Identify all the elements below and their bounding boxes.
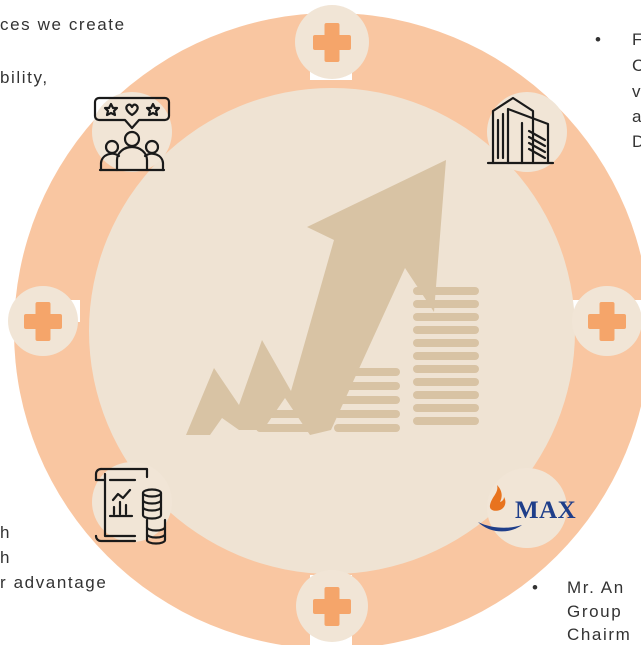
top-right-bullet: • — [595, 30, 603, 49]
top-right-text-2: C — [632, 56, 641, 75]
icon-node-bottom-left — [92, 462, 172, 542]
bottom-right-text-2: Group — [567, 602, 623, 621]
top-right-text-3: v — [632, 82, 641, 101]
plus-node-top — [295, 5, 369, 79]
max-logo-text: MAX — [515, 497, 577, 524]
bottom-right-bullet: • — [532, 578, 540, 597]
bottom-right-text-1: Mr. An — [567, 578, 625, 597]
bottom-left-text-2: h — [0, 548, 12, 567]
financial-report-coins-icon — [94, 467, 167, 545]
plus-node-bottom — [296, 570, 368, 642]
bottom-left-text-1: h — [0, 523, 12, 542]
bottom-right-text-3: Chairm — [567, 625, 632, 644]
top-left-text-2: bility, — [0, 68, 49, 87]
top-left-text-1: ces we create — [0, 15, 126, 34]
top-right-text-4: a — [632, 107, 641, 126]
bottom-left-text-3: r advantage — [0, 573, 108, 592]
max-logo — [478, 485, 522, 532]
top-right-text-1: F — [632, 30, 641, 49]
growth-chart-icon — [186, 160, 479, 435]
office-building-icon — [486, 96, 555, 165]
plus-node-left — [8, 286, 78, 356]
plus-node-right — [572, 286, 641, 356]
reviews-people-icon — [93, 96, 171, 172]
top-right-text-5: D — [632, 132, 641, 151]
